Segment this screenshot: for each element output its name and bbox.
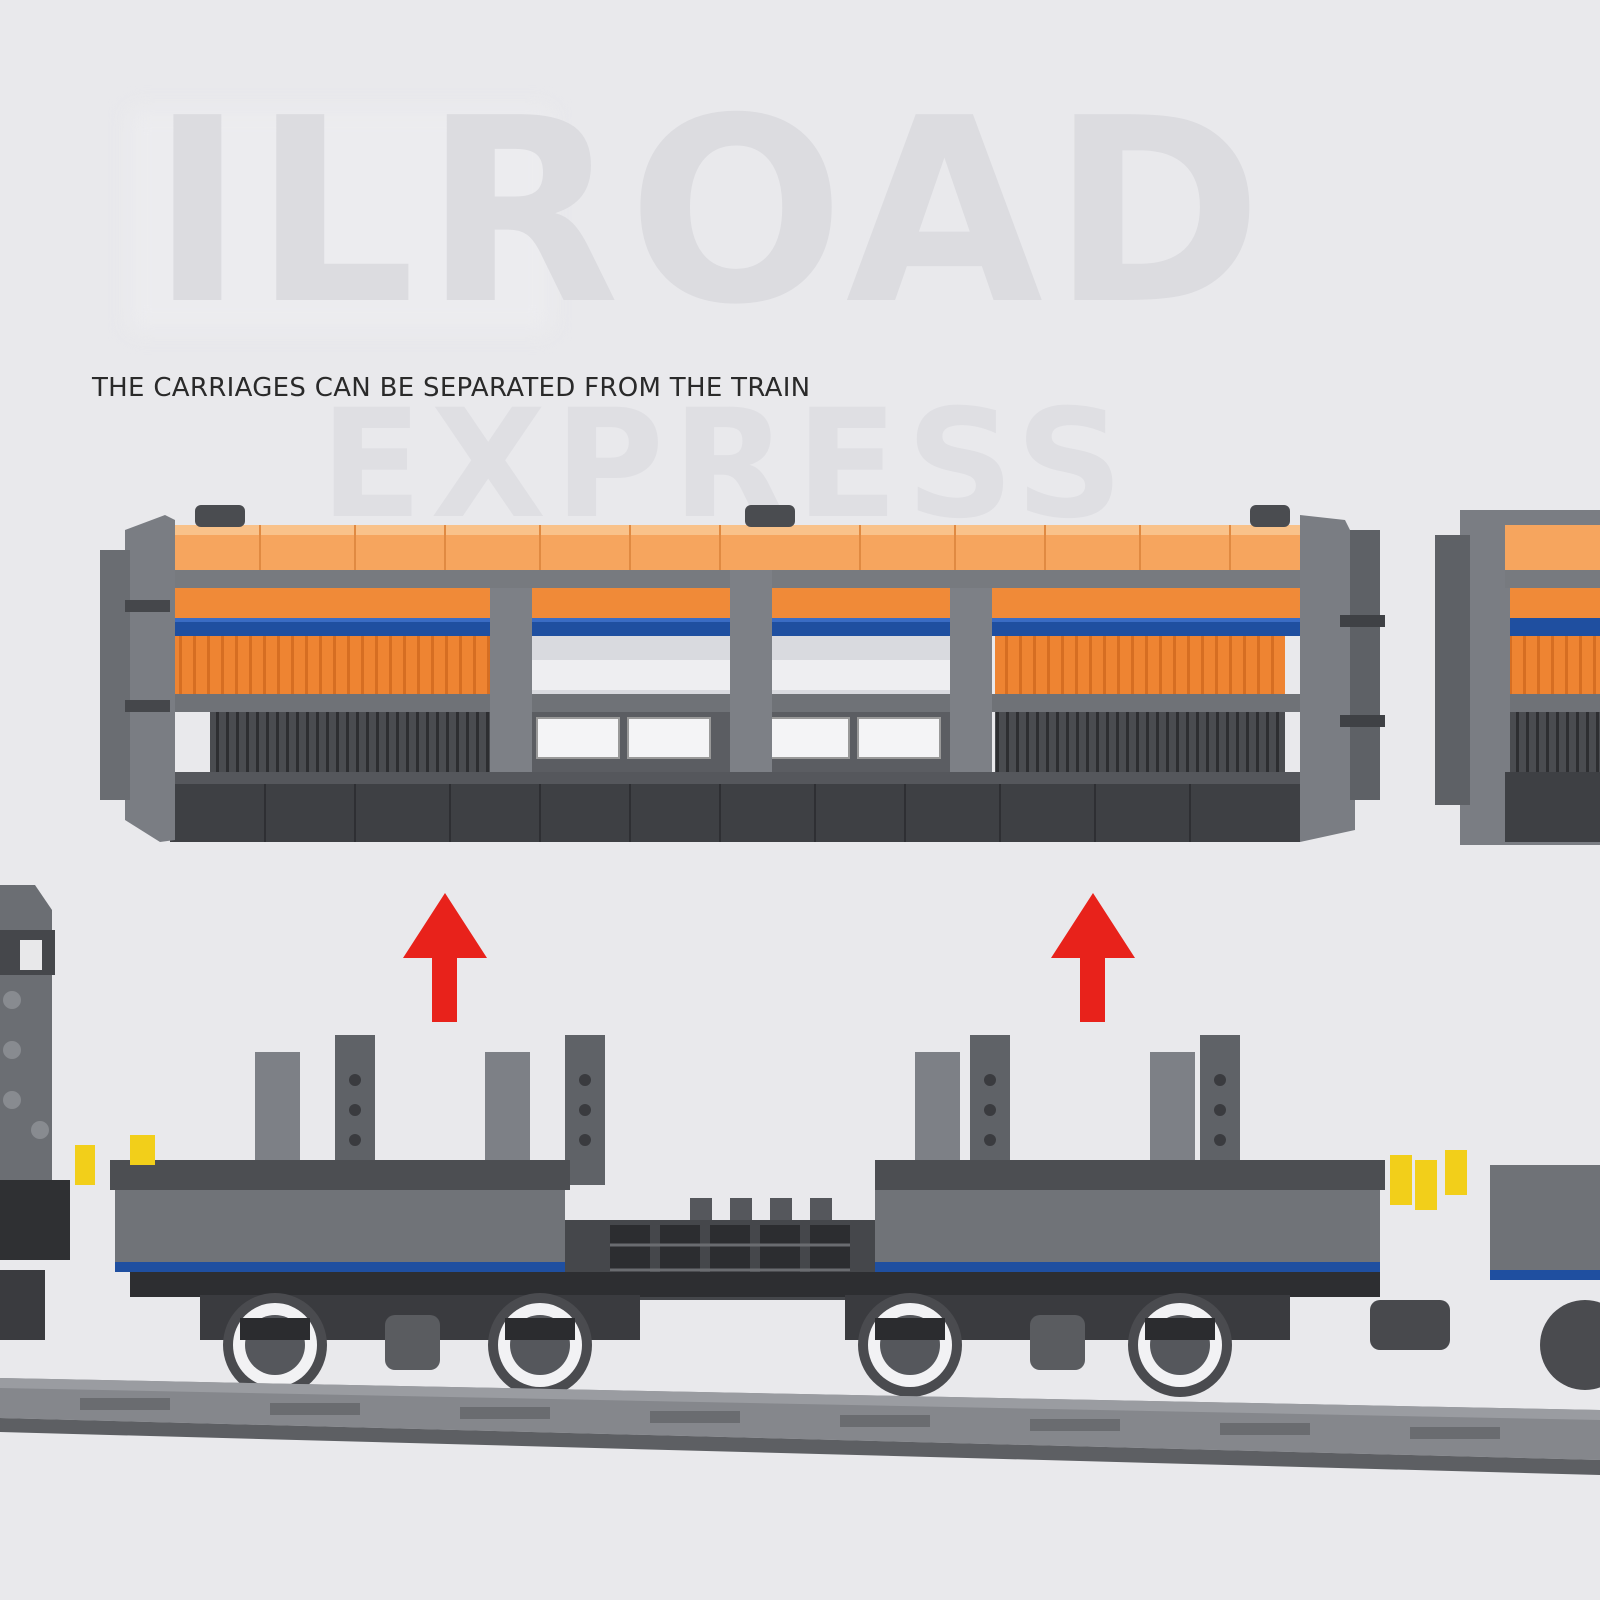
up-arrow-icon	[403, 893, 487, 1022]
up-arrow-icon-2	[1051, 893, 1135, 1022]
track	[0, 1378, 1600, 1475]
watermark-line-1: ILROAD	[150, 64, 1271, 361]
caption-text: THE CARRIAGES CAN BE SEPARATED FROM THE …	[92, 373, 811, 403]
second-container-carriage	[1435, 510, 1600, 845]
locomotive	[0, 885, 70, 1340]
container-carriage	[100, 505, 1385, 842]
watermark-blur	[130, 110, 550, 330]
flatbed-wagon	[75, 1035, 1600, 1340]
wheels	[223, 1293, 1600, 1397]
watermark-line-2: EXPRESS	[320, 378, 1132, 552]
